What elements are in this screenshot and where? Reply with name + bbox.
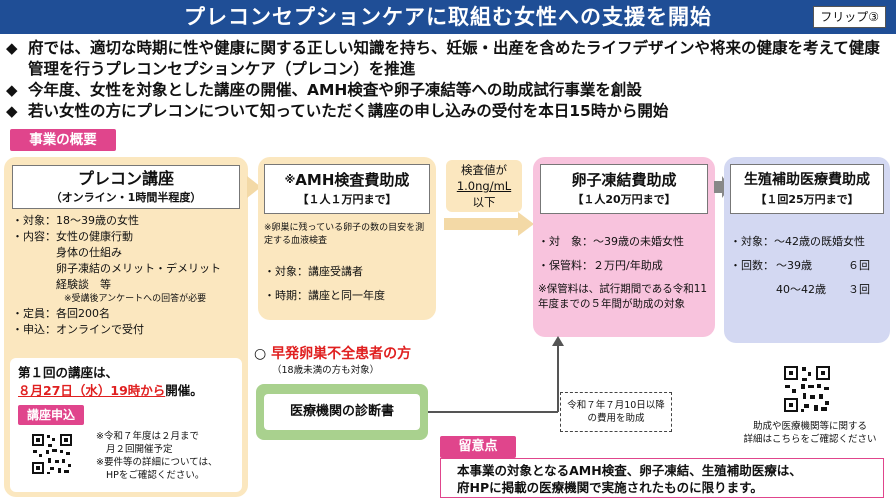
bullet-item: ◆ 府では、適切な時期に性や健康に関する正しい知識を持ち、妊娠・出産を含めたライ… xyxy=(6,39,880,78)
qr-caption: 助成や医療機関等に関する 詳細はこちらをご確認ください xyxy=(743,421,877,445)
art-title: 生殖補助医療費助成 xyxy=(744,172,870,188)
art-amount: 【１回25万円まで】 xyxy=(755,193,859,206)
art-target: ・対象：～42歳の既婚女性 xyxy=(730,235,865,248)
art-title-box: 生殖補助医療費助成 【１回25万円まで】 xyxy=(730,164,884,214)
precon-notes: ※令和７年度は２月まで 月２回開催予定 ※要件等の詳細については、 HPをご確認… xyxy=(96,431,218,481)
egg-title-box: 卵子凍結費助成 【１人20万円まで】 xyxy=(540,164,708,214)
egg-amount: 【１人20万円まで】 xyxy=(572,193,676,206)
precon-target: ・対象：18～39歳の女性 xyxy=(12,214,139,227)
summary-bullets: ◆ 府では、適切な時期に性や健康に関する正しい知識を持ち、妊娠・出産を含めたライ… xyxy=(6,38,890,122)
amh-timing: ・時期：講座と同一年度 xyxy=(264,289,385,302)
connector-line xyxy=(557,341,559,412)
bullet-item: ◆ 若い女性の方にプレコンについて知っていただく講座の申し込みの受付を本日15時… xyxy=(6,102,669,120)
early-title: 早発卵巣不全患者の方 xyxy=(271,346,412,362)
precon-details: ・対象：18～39歳の女性 ・内容： 女性の健康行動 身体の仕組み 卵子凍結のメ… xyxy=(12,213,244,338)
egg-storage: ・保管料：２万円/年助成 xyxy=(538,259,663,272)
connector-line xyxy=(428,411,558,413)
diagnosis-inner: 医療機関の診断書 xyxy=(264,394,420,430)
precon-capacity: ・定員：各回200名 xyxy=(12,307,110,320)
first-session-date: ８月27日（水）19時から xyxy=(18,383,166,398)
precon-subtitle: （オンライン・1時間半程度） xyxy=(50,191,202,204)
precon-first-text: 第１回の講座は、 ８月27日（水）19時から開催。 xyxy=(18,365,203,398)
bullet-item: ◆ 今年度、女性を対象とした講座の開催、AMH検査や卵子凍結等への助成試行事業を… xyxy=(6,81,642,99)
apply-button[interactable]: 講座申込 xyxy=(18,405,84,425)
arrow-up-icon xyxy=(552,336,564,346)
amh-amount: 【１人１万円まで】 xyxy=(297,193,397,206)
cost-note: 令和７年７月10日以降の費用を助成 xyxy=(560,392,672,432)
title-bar xyxy=(0,0,896,34)
overview-label: 事業の概要 xyxy=(10,129,116,151)
precon-title-box: プレコン講座 （オンライン・1時間半程度） xyxy=(12,165,240,209)
precon-content: ・内容： 女性の健康行動 身体の仕組み 卵子凍結のメリット・デメリット 経験談 … xyxy=(12,230,221,291)
diamond-icon: ◆ xyxy=(6,39,18,57)
amh-title: AMH検査費助成 xyxy=(295,171,410,189)
early-heading: ○ 早発卵巣不全患者の方 xyxy=(254,344,494,364)
precon-apply: ・申込：オンラインで受付 xyxy=(12,323,144,336)
precon-content-note: ※受講後アンケートへの回答が必要 xyxy=(64,294,207,304)
threshold-box: 検査値が 1.0ng/mL 以下 xyxy=(446,160,522,212)
caution-box: 本事業の対象となるAMH検査、卵子凍結、生殖補助医療は、 府HPに掲載の医療機関… xyxy=(440,458,884,498)
page-title: プレコンセプションケアに取組む女性への支援を開始 xyxy=(184,5,712,29)
art-count: ・回数： ～39歳 ６回 40～42歳 ３回 xyxy=(730,259,870,296)
amh-title-box: ※AMH検査費助成 【１人１万円まで】 xyxy=(264,164,430,214)
precon-qr-code[interactable] xyxy=(30,432,74,476)
flip-badge: フリップ③ xyxy=(813,6,886,28)
diamond-icon: ◆ xyxy=(6,81,18,99)
amh-target: ・対象：講座受講者 xyxy=(264,265,363,278)
arrow-right-icon xyxy=(444,212,534,236)
arrow-right-icon xyxy=(247,176,261,198)
egg-title: 卵子凍結費助成 xyxy=(571,171,677,189)
egg-note: ※保管料は、試行期間である令和11年度までの５年間が助成の対象 xyxy=(538,283,708,310)
diamond-icon: ◆ xyxy=(6,102,18,120)
caution-label: 留意点 xyxy=(440,436,516,458)
amh-note: ※卵巣に残っている卵子の数の目安を測定する血液検査 xyxy=(264,223,425,246)
circle-icon: ○ xyxy=(254,346,267,362)
info-qr-code[interactable] xyxy=(782,364,832,414)
egg-target: ・対 象：～39歳の未婚女性 xyxy=(538,235,684,248)
precon-title: プレコン講座 xyxy=(77,169,174,188)
early-sub: （18歳未満の方も対象） xyxy=(272,365,380,376)
